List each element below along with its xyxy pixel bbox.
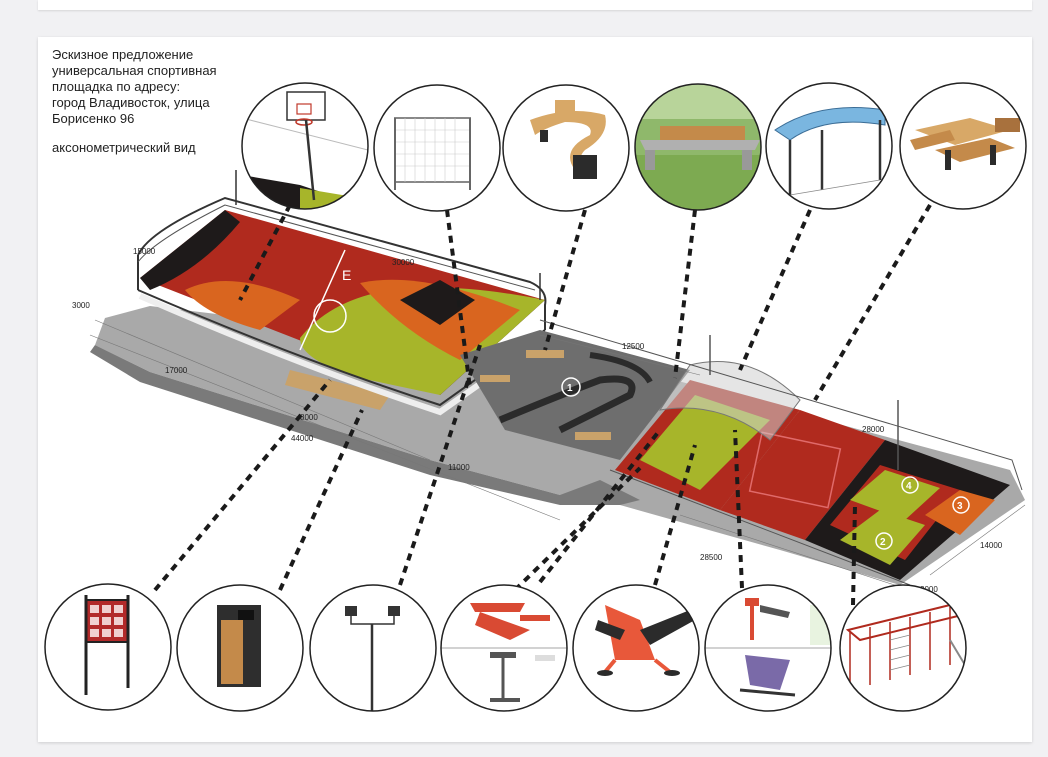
dimension-lines: 15000 3000 17000 8000 44000 12500 11000 … [72, 247, 1026, 596]
svg-text:Е: Е [342, 267, 351, 283]
callout-picnic-table [899, 82, 1027, 210]
floodlight-pole-icon [309, 584, 437, 712]
callout-park-bench [634, 83, 762, 211]
canopy-shelter-icon [765, 82, 893, 210]
dim-label: 14000 [980, 541, 1003, 550]
curved-bench-icon [502, 84, 630, 212]
dim-label: 28500 [700, 553, 723, 562]
dim-label: 8000 [300, 413, 318, 422]
picnic-table-icon [899, 82, 1027, 210]
zone-number: 1 [567, 383, 573, 394]
basketball-hoop-icon [241, 82, 369, 210]
football-goal-icon [373, 84, 501, 212]
callout-chest-press [704, 584, 832, 712]
info-board-icon [44, 583, 172, 711]
dim-label: 17000 [165, 366, 188, 375]
title-line: площадка по адресу: [52, 79, 181, 94]
zone-marker [901, 476, 919, 494]
zone-number: 2 [880, 537, 886, 548]
previous-card-edge [38, 0, 1032, 10]
main-court: Е [137, 170, 550, 416]
park-bench-icon [634, 83, 762, 211]
zone-marker [561, 377, 581, 397]
callout-basketball [241, 82, 369, 210]
dim-label: 30000 [392, 258, 415, 267]
callout-workout-frame [839, 584, 967, 712]
callout-rowing-trainer [440, 584, 568, 712]
callout-trash-bin [176, 584, 304, 712]
workout-frame-icon [839, 584, 967, 712]
title-line: Эскизное предложение [52, 47, 194, 62]
dim-label: 2000 [920, 585, 938, 594]
zone-marker [952, 496, 970, 514]
callout-canopy [765, 82, 893, 210]
dim-label: 12500 [622, 342, 645, 351]
callout-football-goal [373, 84, 501, 212]
workout-area: 4 3 2 [539, 319, 1023, 586]
zone-number: 3 [957, 501, 963, 512]
callout-leg-press [572, 584, 700, 712]
pump-track-zone: 1 [460, 330, 690, 460]
dim-label: 11000 [448, 463, 470, 472]
dim-label: 44000 [291, 434, 314, 443]
zone-number: 4 [906, 481, 912, 492]
title-line: город Владивосток, улица [52, 95, 210, 110]
chest-press-trainer-icon [704, 584, 832, 712]
view-subtitle: аксонометрический вид [52, 140, 196, 155]
callout-floodlight [309, 584, 437, 712]
zone-marker [875, 532, 893, 550]
trash-bin-icon [176, 584, 304, 712]
dim-label: 15000 [133, 247, 156, 256]
title-line: Борисенко 96 [52, 111, 135, 126]
callout-info-board [44, 583, 172, 711]
rowing-trainer-icon [440, 584, 568, 712]
dim-label: 3000 [72, 301, 90, 310]
title-line: универсальная спортивная [52, 63, 217, 78]
dim-label: 28000 [862, 425, 885, 434]
drawing-title: Эскизное предложение универсальная спорт… [52, 47, 252, 127]
callout-curved-bench [502, 84, 630, 212]
leg-press-trainer-icon [572, 584, 700, 712]
leader-lines [153, 203, 932, 606]
